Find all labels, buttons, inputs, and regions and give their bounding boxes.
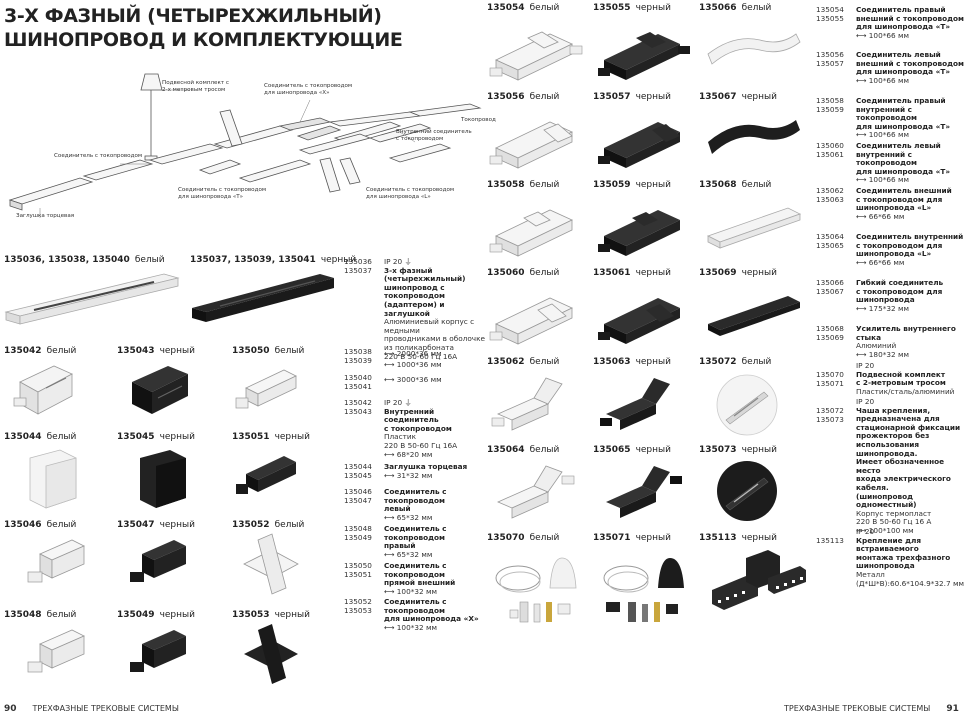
title-line-1: 3-Х ФАЗНЫЙ (ЧЕТЫРЕХЖИЛЬНЫЙ) — [4, 5, 382, 27]
t-connector-black-image — [598, 210, 680, 256]
straight-connector-black-image — [236, 456, 296, 494]
track-black-image — [192, 274, 334, 322]
flexible-connector-white-image — [707, 33, 801, 65]
end-cap-black-image — [140, 450, 186, 508]
l-connector-white-image — [491, 377, 563, 431]
inner-connector-black-image — [132, 366, 188, 414]
page-title: 3-Х ФАЗНЫЙ (ЧЕТЫРЕХЖИЛЬНЫЙ) ШИНОПРОВОД И… — [4, 4, 403, 52]
left-connector-white-image — [27, 539, 85, 583]
suspension-cap — [140, 73, 163, 91]
diagram-label-connector: Соединитель с токопроводом — [54, 153, 143, 159]
l-connector-black-image — [600, 378, 670, 430]
track-white-image — [4, 273, 180, 325]
t-connector-black-image — [598, 122, 680, 168]
left-connector-black-image — [130, 540, 186, 582]
x-connector-black-image — [244, 624, 298, 684]
joint-reinforcer-white-image — [706, 207, 802, 249]
assembly-diagram — [8, 73, 482, 218]
t-connector-white-image — [489, 31, 583, 81]
t-connector-black-image — [598, 32, 690, 80]
title-line-2: ШИНОПРОВОД И КОМПЛЕКТУЮЩИЕ — [4, 29, 403, 51]
right-connector-black-image — [130, 630, 186, 672]
x-connector-white-image — [243, 533, 299, 595]
right-connector-white-image — [27, 629, 85, 673]
flexible-connector-black-image — [708, 120, 800, 154]
inner-connector-white-image — [13, 365, 73, 415]
end-cap-white-image — [29, 449, 77, 509]
straight-connector-white-image — [235, 369, 297, 409]
t-connector-white-image — [489, 297, 573, 345]
diagram-label-endcap: Заглушка торцевая — [16, 213, 75, 219]
suspension-kit-white-image — [495, 557, 577, 623]
recessed-bracket-image — [712, 550, 806, 610]
mounting-bowl-black-image — [717, 461, 777, 521]
diagram-label-current: Токопровод — [461, 117, 496, 123]
l-connector-black-image — [606, 466, 682, 518]
t-connector-white-image — [489, 121, 573, 169]
t-connector-black-image — [598, 298, 680, 344]
l-connector-white-image — [497, 465, 575, 519]
suspension-kit-black-image — [603, 558, 684, 622]
mounting-bowl-white-image — [716, 374, 778, 436]
joint-reinforcer-black-image — [708, 296, 800, 336]
t-connector-white-image — [489, 209, 573, 257]
